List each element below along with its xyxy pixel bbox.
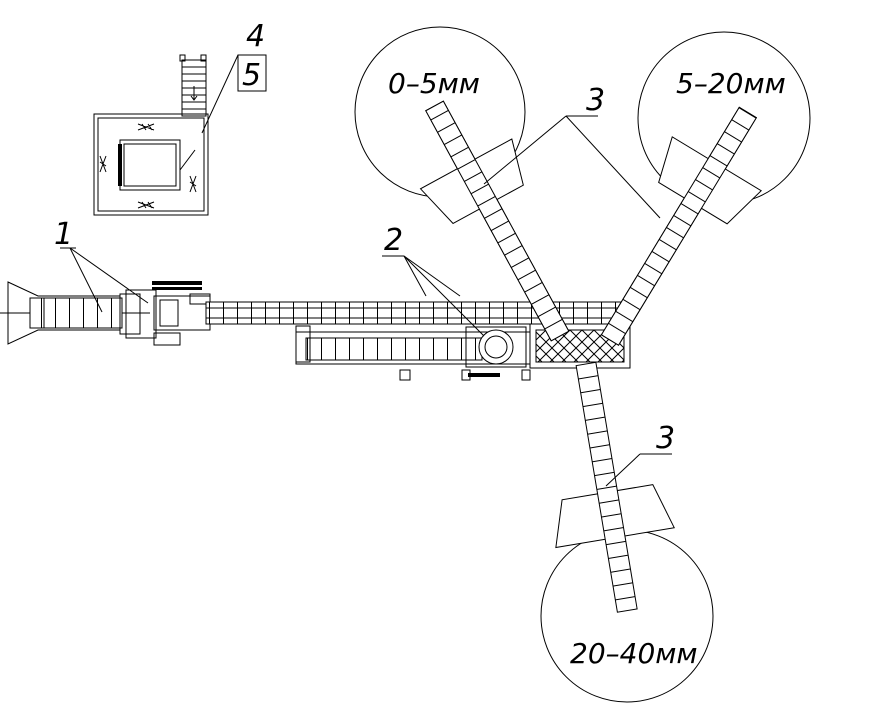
callout-1: 1	[54, 217, 73, 252]
stacker-medium	[600, 106, 763, 346]
stacker-fine	[419, 100, 570, 342]
label-fraction-coarse: 20–40мм	[570, 637, 698, 670]
stacker-coarse	[555, 361, 675, 613]
callout-4: 4	[246, 19, 265, 54]
feeder-hopper	[0, 281, 157, 345]
crusher	[152, 281, 211, 346]
label-fraction-fine: 0–5мм	[388, 67, 480, 100]
callout-3-lower: 3	[656, 421, 675, 456]
callout-5: 5	[242, 58, 261, 93]
station-building	[93, 54, 209, 216]
callout-3-upper: 3	[586, 83, 605, 118]
label-fraction-medium: 5–20мм	[676, 67, 786, 100]
callout-2: 2	[384, 223, 403, 258]
main-conveyor	[205, 301, 627, 381]
